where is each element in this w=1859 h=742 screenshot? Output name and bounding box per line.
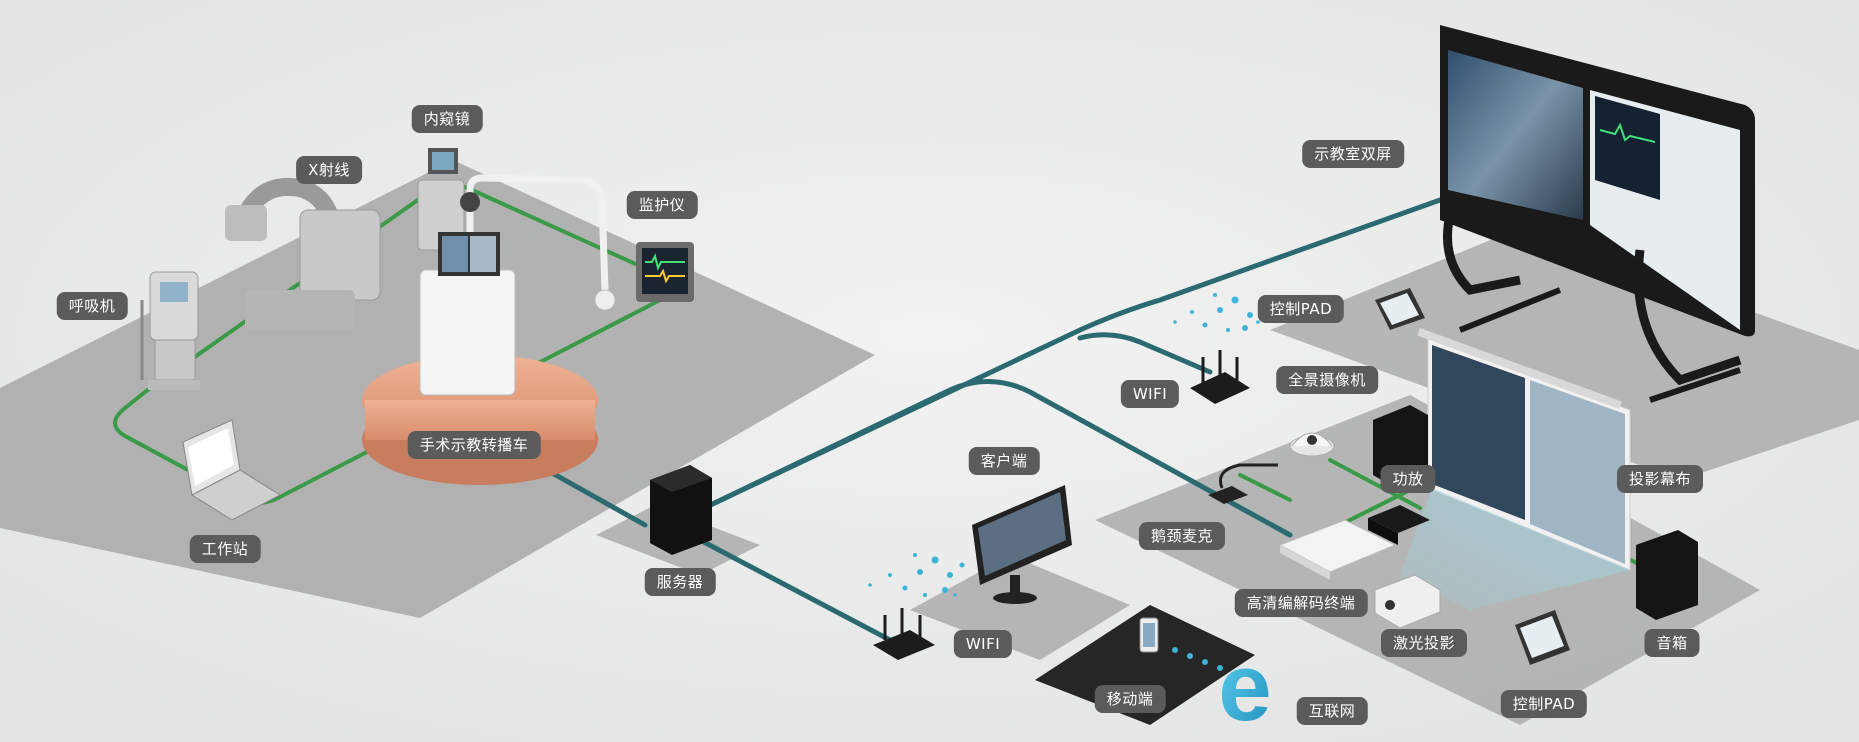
workstation-laptop-icon <box>182 419 282 521</box>
amplifier-rack-icon <box>1368 505 1430 545</box>
label-panoramic-camera: 全景摄像机 <box>1276 366 1378 394</box>
label-hd-codec: 高清编解码终端 <box>1234 589 1368 617</box>
wifi-signal-dots <box>868 293 1265 597</box>
label-internet: 互联网 <box>1296 697 1368 725</box>
svg-text:e: e <box>1218 634 1271 741</box>
label-projection-screen: 投影幕布 <box>1616 465 1704 493</box>
label-client: 客户端 <box>968 447 1040 475</box>
label-mobile: 移动端 <box>1094 685 1166 713</box>
projector-icon <box>1374 574 1441 629</box>
tablet-icon-bottom <box>1515 610 1570 665</box>
label-workstation: 工作站 <box>189 535 261 563</box>
label-monitor: 监护仪 <box>626 191 698 219</box>
label-ventilator: 呼吸机 <box>56 292 128 320</box>
label-server: 服务器 <box>644 568 716 596</box>
codec-box-icon <box>1278 519 1397 580</box>
internet-e-icon: e <box>1218 634 1271 741</box>
label-control-pad-top: 控制PAD <box>1257 295 1345 323</box>
label-xray: X射线 <box>296 156 362 184</box>
phone-icon <box>1139 617 1159 653</box>
projection-screen-icon <box>1417 327 1631 571</box>
phone-to-internet-dots <box>1172 647 1223 671</box>
label-speaker: 音箱 <box>1644 629 1700 657</box>
ventilator-icon <box>140 271 200 390</box>
router-icon-right <box>1190 350 1250 404</box>
label-wifi-bottom: WIFI <box>953 630 1013 658</box>
server-to-codec-cable <box>697 379 1293 538</box>
server-to-wifi-right-cable <box>1077 332 1213 375</box>
label-laser-projector: 激光投影 <box>1380 629 1468 657</box>
speaker-icon <box>1636 530 1698 620</box>
microphone-icon <box>1208 463 1278 504</box>
label-wifi-right: WIFI <box>1120 380 1180 408</box>
label-gooseneck-mic: 鹅颈麦克 <box>1138 522 1226 550</box>
client-monitor-icon <box>972 485 1072 604</box>
server-to-wifi-bottom-cable <box>697 537 893 643</box>
label-endoscope: 内窥镜 <box>411 105 483 133</box>
classroom-platform-upper <box>1270 228 1859 480</box>
label-cart: 手术示教转播车 <box>407 431 541 459</box>
server-tower-icon <box>650 465 712 555</box>
tablet-icon-top <box>1375 288 1425 330</box>
router-icon-bottom <box>873 608 935 660</box>
label-amplifier: 功放 <box>1380 465 1436 493</box>
projector-beam <box>1400 488 1630 610</box>
label-dual-screen: 示教室双屏 <box>1302 140 1404 168</box>
xray-c-arm-icon <box>225 177 381 330</box>
label-control-pad-bottom: 控制PAD <box>1500 690 1588 718</box>
client-platform <box>910 555 1130 660</box>
dual-screen-icon <box>1440 25 1755 403</box>
mobile-mat <box>1035 605 1255 725</box>
patient-monitor-icon <box>636 242 694 302</box>
camera-dome-icon <box>1289 432 1335 457</box>
